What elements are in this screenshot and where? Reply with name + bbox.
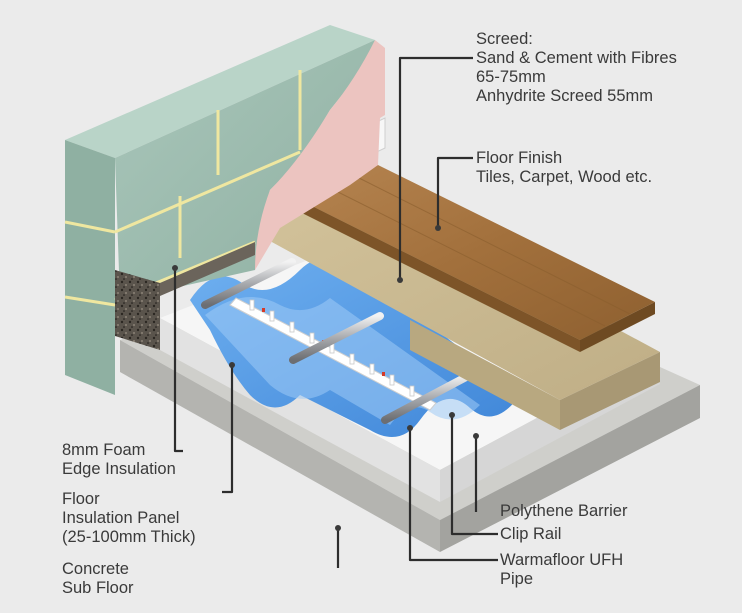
insulation-panel-line-2: Insulation Panel <box>62 509 180 527</box>
clip-rail <box>229 297 437 411</box>
edge-insulation-strip <box>115 242 255 350</box>
sub-floor-label: Concrete Sub Floor <box>62 560 134 598</box>
screed-label: Screed: Sand & Cement with Fibres 65-75m… <box>476 30 677 106</box>
ufh-pipe-line-2: Pipe <box>500 570 534 588</box>
floor-finish-line-1: Floor Finish <box>476 149 563 167</box>
insulation-panel-line-3: (25-100mm Thick) <box>62 528 196 546</box>
clip-rail-line-1: Clip Rail <box>500 525 562 543</box>
edge-insulation-line-1: 8mm Foam <box>62 441 146 459</box>
screed-layer <box>250 185 660 430</box>
block-wall <box>64 25 375 395</box>
polythene-barrier-line-1: Polythene Barrier <box>500 502 628 520</box>
screed-line-3: Anhydrite Screed 55mm <box>476 87 653 105</box>
ufh-pipe-line-1: Warmafloor UFH <box>500 551 624 569</box>
screed-title: Screed: <box>476 30 533 48</box>
clip-rail-label: Clip Rail <box>500 525 561 544</box>
edge-insulation-label: 8mm Foam Edge Insulation <box>62 441 176 479</box>
floor-finish-line-2: Tiles, Carpet, Wood etc. <box>476 168 653 186</box>
sub-floor-line-2: Sub Floor <box>62 579 134 597</box>
leader-lines <box>172 56 498 568</box>
ufh-pipe-label: Warmafloor UFH Pipe <box>500 551 623 589</box>
insulation-panel-line-1: Floor <box>62 490 100 508</box>
floor-finish-label: Floor Finish Tiles, Carpet, Wood etc. <box>476 149 652 187</box>
wall-plaster <box>255 40 385 270</box>
screed-line-2: 65-75mm <box>476 68 546 86</box>
edge-insulation-line-2: Edge Insulation <box>62 460 176 478</box>
screed-line-1: Sand & Cement with Fibres <box>476 49 677 67</box>
insulation-panel-label: Floor Insulation Panel (25-100mm Thick) <box>62 490 196 547</box>
polythene-barrier-label: Polythene Barrier <box>500 502 627 521</box>
ufh-pipes <box>201 258 472 424</box>
sub-floor-line-1: Concrete <box>62 560 129 578</box>
